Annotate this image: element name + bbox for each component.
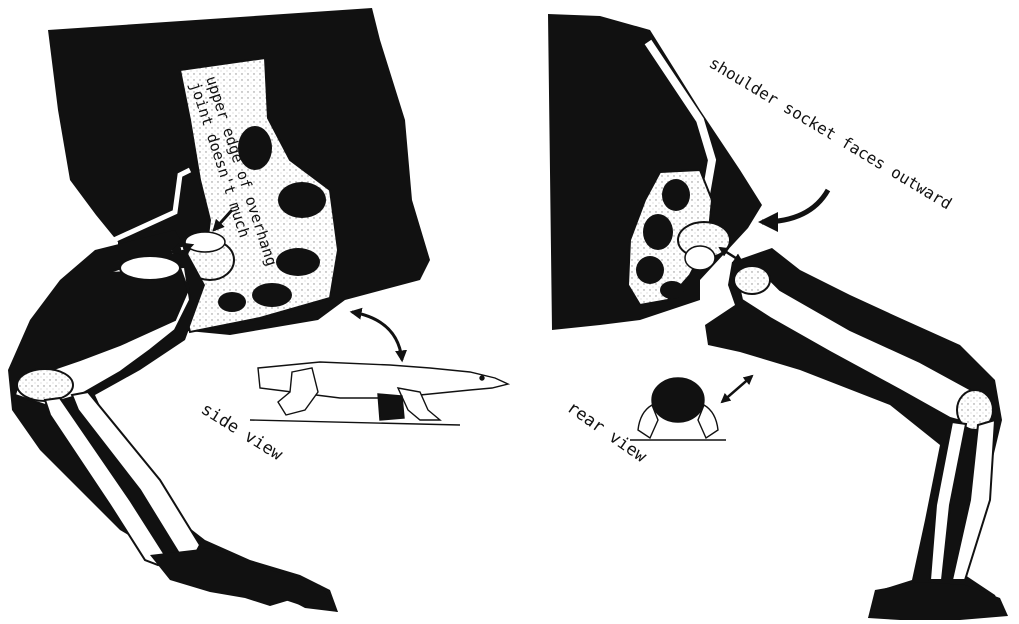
rear-view-caption: rear view [563,398,651,468]
lizard-rear-sketch [630,378,726,440]
rear-view-panel: shoulder socket faces outward rear view [548,14,1008,620]
side-view-caption: side view [197,399,286,465]
rear-foot [868,582,1008,620]
side-view-panel: upper edge of overhang joint doesn't muc… [8,8,508,612]
lizard-side-sketch [250,362,508,425]
